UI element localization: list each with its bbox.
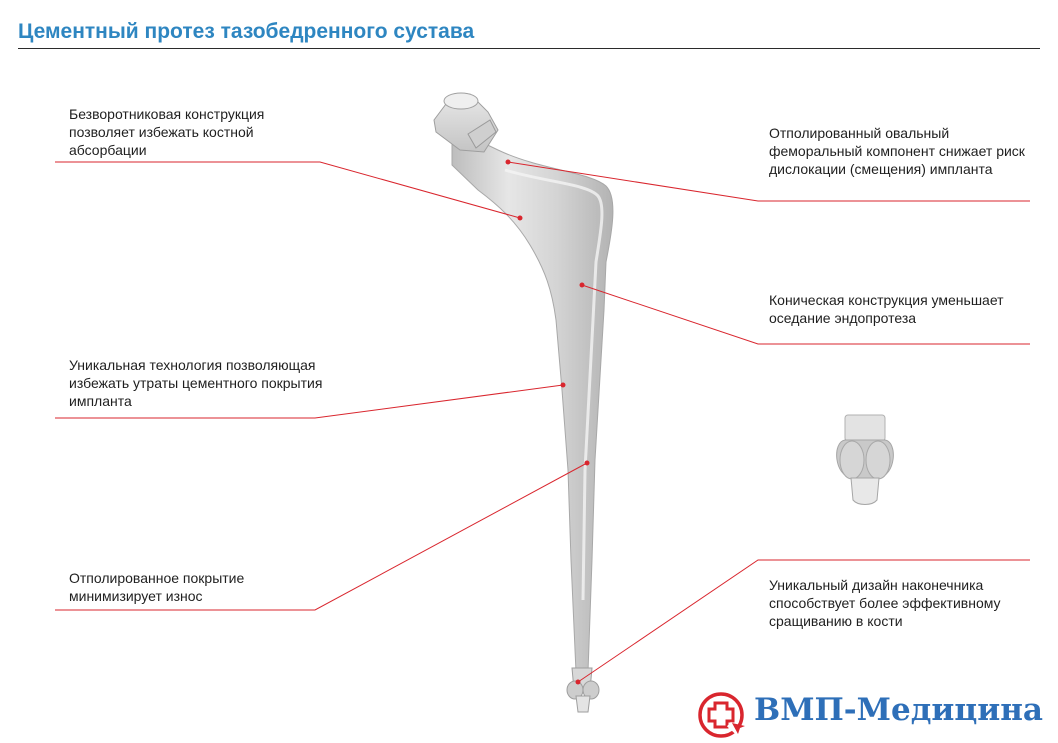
leader-oval bbox=[507, 161, 1030, 202]
leader-cement-tech bbox=[55, 384, 564, 419]
neck-collar bbox=[467, 119, 497, 149]
callout-polished-coating: Отполированное покрытие минимизирует изн… bbox=[69, 570, 245, 604]
distal-tip-end bbox=[575, 695, 591, 713]
leader-tip bbox=[577, 559, 1030, 683]
page-title: Цементный протез тазобедренного сустава bbox=[18, 20, 475, 43]
brand: ВМП-Медицина bbox=[696, 690, 1056, 740]
neck-taper-top bbox=[443, 92, 479, 110]
stem-highlight bbox=[504, 168, 604, 601]
callout-cement-tech: Уникальная технология позволяющая избежа… bbox=[69, 357, 323, 409]
distal-tip-wing-right bbox=[582, 680, 600, 700]
callout-dots bbox=[505, 159, 590, 685]
callout-conical-design: Коническая конструкция уменьшает оседани… bbox=[769, 292, 1004, 326]
callout-lines bbox=[55, 161, 1030, 683]
leader-collarless bbox=[55, 161, 521, 219]
callout-oval-component: Отполированный овальный феморальный комп… bbox=[769, 125, 1025, 177]
medical-cross-icon bbox=[698, 692, 745, 739]
leader-polished bbox=[55, 462, 588, 611]
title-divider bbox=[18, 48, 1040, 49]
callout-tip-design: Уникальный дизайн наконечника способству… bbox=[769, 577, 1001, 629]
femoral-stem bbox=[451, 127, 614, 673]
callout-collarless: Безворотниковая конструкция позволяет из… bbox=[69, 106, 265, 158]
tip-detail bbox=[836, 414, 894, 505]
leader-conical bbox=[581, 284, 1030, 345]
brand-name: ВМП-Медицина bbox=[754, 692, 1044, 728]
